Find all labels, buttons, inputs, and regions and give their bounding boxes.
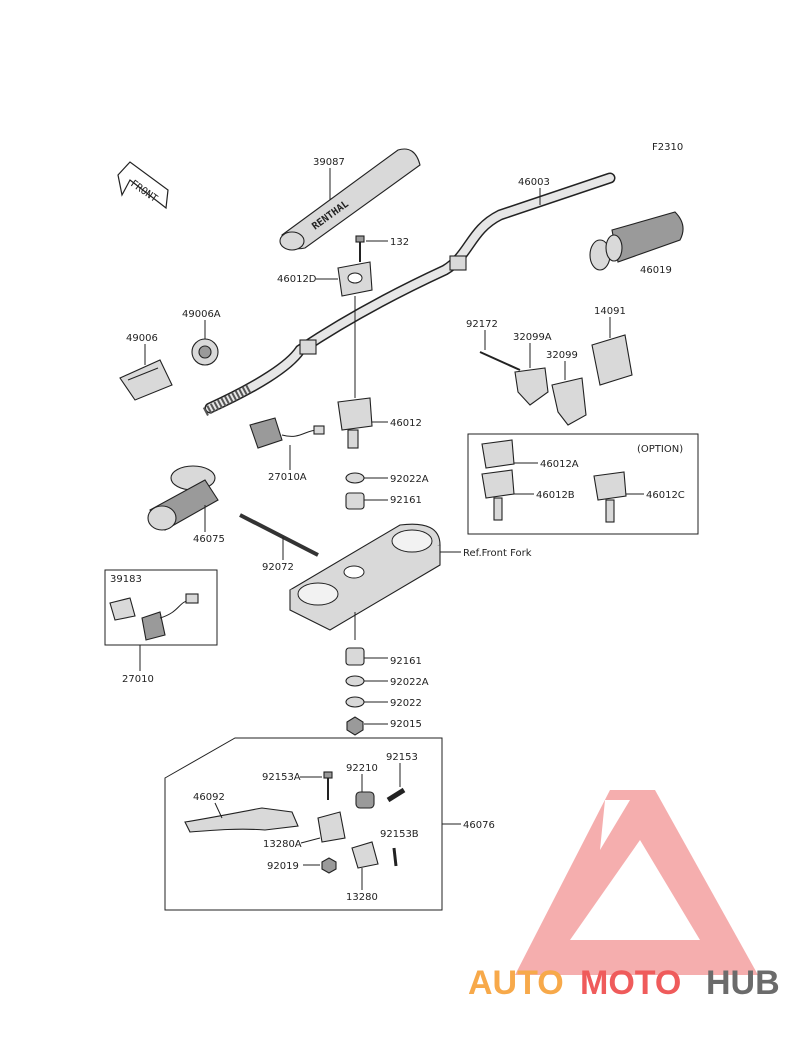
clamp-46012B (481, 469, 515, 521)
label-13280A: 13280A (263, 839, 302, 850)
label-27010A: 27010A (268, 472, 307, 483)
label-14091: 14091 (594, 306, 626, 317)
label-92015: 92015 (390, 719, 422, 730)
part-49006A (191, 338, 219, 366)
label-46012: 46012 (390, 418, 422, 429)
figure-code: F2310 (652, 142, 683, 153)
label-92172: 92172 (466, 319, 498, 330)
label-49006A: 49006A (182, 309, 221, 320)
switch-box-27010 (104, 569, 218, 646)
label-92022A-top: 92022A (390, 474, 429, 485)
adjuster-92153 (386, 787, 406, 803)
part-32099 (551, 377, 587, 426)
automotohub-logo (515, 790, 758, 975)
label-46075: 46075 (193, 534, 225, 545)
clamp-46012A (481, 439, 515, 469)
brand-hub: HUB (706, 964, 780, 1002)
label-46003: 46003 (518, 177, 550, 188)
switch-body (141, 611, 166, 641)
label-92072: 92072 (262, 562, 294, 573)
label-92022A-bottom: 92022A (390, 677, 429, 688)
clamp-46012D (337, 261, 373, 297)
automotohub-wordmark: AUTO MOTO HUB (468, 964, 780, 1002)
part-49006 (119, 359, 173, 401)
clamp-46012 (337, 397, 373, 449)
label-46092: 46092 (193, 792, 225, 803)
option-box (467, 433, 699, 535)
ref-front-fork: Ref.Front Fork (463, 548, 532, 559)
nut-92019 (321, 857, 337, 874)
washer-92022 (345, 696, 365, 708)
label-92022: 92022 (390, 698, 422, 709)
label-92019: 92019 (267, 861, 299, 872)
switch-27010A (249, 417, 325, 449)
part-14091 (591, 334, 633, 386)
label-92210: 92210 (346, 763, 378, 774)
label-49006: 49006 (126, 333, 158, 344)
throttle-grip (589, 211, 684, 271)
label-46012C: 46012C (646, 490, 685, 501)
label-46012B: 46012B (536, 490, 575, 501)
part-92210 (355, 791, 375, 809)
label-92161-bottom: 92161 (390, 656, 422, 667)
label-46019: 46019 (640, 265, 672, 276)
damper-92161-bottom (345, 647, 365, 666)
handlebar (202, 172, 616, 416)
label-13280: 13280 (346, 892, 378, 903)
brand-auto: AUTO (468, 964, 564, 1002)
label-92153A: 92153A (262, 772, 301, 783)
lever-holder-13280A (317, 811, 346, 843)
label-32099: 32099 (546, 350, 578, 361)
bolt-132 (355, 235, 365, 262)
screw-92172 (479, 351, 521, 371)
label-92153B: 92153B (380, 829, 419, 840)
washer-92022A-bottom (345, 675, 365, 687)
damper-92161-top (345, 492, 365, 510)
label-39183: 39183 (110, 574, 142, 585)
label-39087: 39087 (313, 157, 345, 168)
logo-cutout (570, 840, 700, 940)
label-92161-top: 92161 (390, 495, 422, 506)
logo-notch (600, 800, 630, 850)
lever-clamp-13280 (351, 841, 379, 869)
washer-92022A-top (345, 472, 365, 484)
label-132: 132 (390, 237, 409, 248)
option-label: (OPTION) (637, 444, 683, 455)
clutch-lever-46092 (184, 807, 299, 833)
bolt-92153B (392, 847, 398, 867)
part-39183 (109, 597, 136, 621)
front-arrow-icon: FRONT (117, 161, 169, 210)
label-46076: 46076 (463, 820, 495, 831)
part-32099A (514, 367, 549, 406)
left-grip (147, 465, 219, 531)
nut-92015 (346, 716, 364, 736)
clamp-46012C (593, 471, 627, 523)
label-46012A: 46012A (540, 459, 579, 470)
handlebar-pad: RENTHAL (279, 148, 421, 251)
label-27010: 27010 (122, 674, 154, 685)
label-46012D: 46012D (277, 274, 317, 285)
brand-moto: MOTO (580, 964, 681, 1002)
triple-clamp (289, 523, 441, 631)
cable-tie-92072 (239, 513, 319, 557)
bolt-92153A (323, 771, 333, 779)
label-32099A: 32099A (513, 332, 552, 343)
label-92153: 92153 (386, 752, 418, 763)
